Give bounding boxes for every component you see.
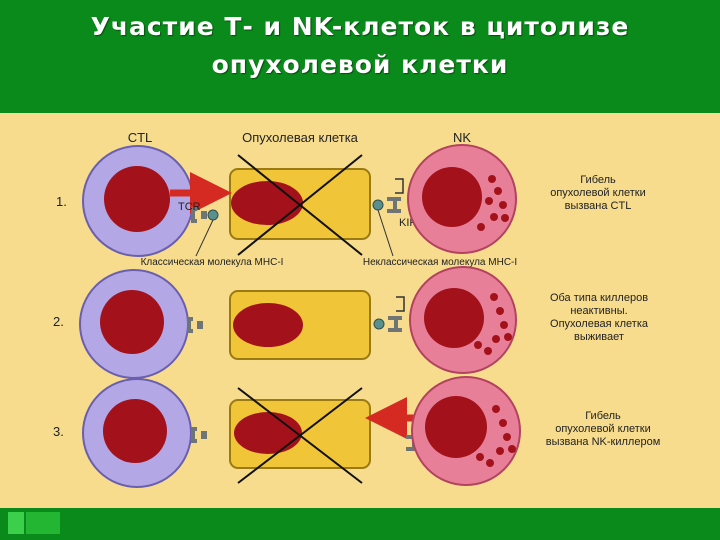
pointer-line [195, 219, 214, 257]
pointer-line [377, 209, 394, 257]
outcome-3-line-3: вызвана NK-киллером [546, 436, 661, 448]
kir-receptor [388, 316, 402, 332]
tcr-receptor [187, 317, 203, 333]
nucleus [424, 288, 484, 348]
title-line-2: опухолевой клетки [211, 50, 509, 79]
nucleus [100, 290, 164, 354]
mhc-nonclassic-label: Неклассическая молекула МНС-I [363, 257, 517, 268]
nucleus [422, 167, 482, 227]
nucleus [231, 181, 303, 225]
header-tumor: Опухолевая клетка [242, 130, 359, 145]
nucleus [425, 396, 487, 458]
inhibitory-signal [396, 296, 405, 312]
header-nk: NK [453, 130, 471, 145]
outcome-2-line-2: неактивны. [570, 305, 627, 317]
mhc-nonclassic-molecule [373, 318, 385, 330]
outcome-2-line-1: Оба типа киллеров [550, 292, 648, 304]
inhibitory-signal [395, 178, 404, 194]
header-ctl: CTL [128, 130, 153, 145]
outcome-3-line-2: опухолевой клетки [555, 423, 651, 435]
outcome-1-line-3: вызвана CTL [565, 200, 632, 212]
mhc-classic-label: Классическая молекула МНС-I [141, 257, 284, 268]
tcr-label: TCR [178, 201, 201, 213]
nk-granules [476, 405, 516, 467]
tcr-receptor [191, 427, 207, 443]
cross-line [237, 387, 363, 484]
row-number-3: 3. [53, 424, 64, 439]
outcome-1-line-1: Гибель [580, 174, 616, 186]
outcome-2-line-4: выживает [574, 331, 624, 343]
nk-granules [474, 293, 512, 355]
row-number-2: 2. [53, 314, 64, 329]
mhc-nonclassic-molecule [372, 199, 384, 211]
nk-granules [477, 175, 509, 231]
row-number-1: 1. [56, 194, 67, 209]
slide-title: Участие Т- и NK-клеток в цитолизе опухол… [0, 8, 720, 84]
mhc-classic-molecule [207, 209, 219, 221]
bottom-bar [0, 508, 720, 540]
decor-square [8, 512, 24, 534]
diagram-panel: CTL Опухолевая клетка NK 1. 2. 3. TCR KI… [0, 113, 720, 508]
outcome-3-line-1: Гибель [585, 410, 621, 422]
nucleus [103, 399, 167, 463]
nucleus [234, 412, 302, 454]
cross-line [237, 154, 363, 256]
outcome-1-line-2: опухолевой клетки [550, 187, 646, 199]
tcr-receptor [191, 207, 207, 223]
row-1: TCR KIR Гибель опухолевой клетки вызвана… [82, 144, 646, 257]
cytolysis-diagram: CTL Опухолевая клетка NK 1. 2. 3. TCR KI… [53, 130, 661, 488]
row-3: Гибель опухолевой клетки вызвана NK-килл… [82, 376, 661, 488]
outcome-2-line-3: Опухолевая клетка [550, 318, 649, 330]
title-line-1: Участие Т- и NK-клеток в цитолизе [90, 12, 630, 41]
kir-receptor [387, 197, 401, 213]
row-2: Оба типа киллеров неактивны. Опухолевая … [79, 266, 649, 379]
decor-square [26, 512, 60, 534]
nucleus [104, 166, 170, 232]
nucleus [233, 303, 303, 347]
